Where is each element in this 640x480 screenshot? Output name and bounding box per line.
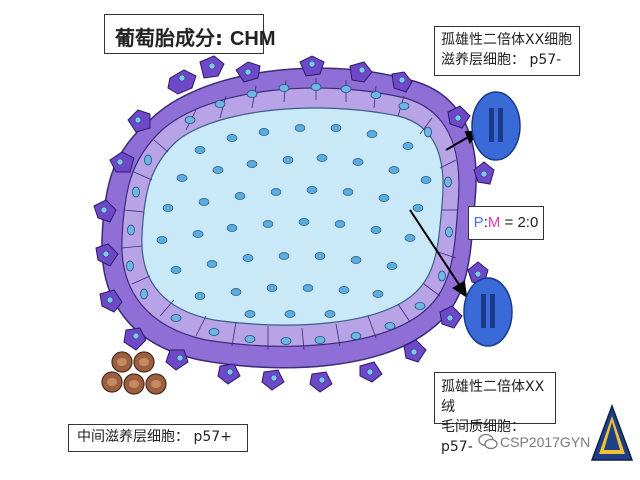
label-line: 孤雄性二倍体XX绒 <box>441 379 545 415</box>
label-line: 毛间质细胞： p57- <box>441 419 525 455</box>
trophoblast-nuclei <box>126 83 453 345</box>
label-trophoblast-cells: 孤雄性二倍体XX细胞 滋养层细胞： p57- <box>434 26 580 76</box>
villus-stroma <box>141 107 444 326</box>
stroma-nuclei <box>156 124 432 318</box>
society-logo-icon <box>590 404 634 461</box>
intermediate-trophoblast-nuclei <box>107 358 161 388</box>
label-line: 孤雄性二倍体XX细胞 <box>441 32 573 48</box>
ratio-colon: : <box>483 214 488 231</box>
nucleus-bottom <box>463 277 513 347</box>
title-prefix: 葡萄胎成分: <box>115 26 223 50</box>
ratio-p: P <box>473 214 484 231</box>
title-box: 葡萄胎成分: CHM <box>104 14 276 54</box>
label-line: 滋养层细胞： p57- <box>441 52 562 68</box>
syncytial-knot-nuclei <box>100 60 488 384</box>
label-stromal-cells: 孤雄性二倍体XX绒 毛间质细胞： p57- <box>434 372 556 455</box>
wechat-icon <box>478 433 498 450</box>
nucleus-top <box>471 91 521 161</box>
ratio-rest: = 2:0 <box>500 214 539 231</box>
title-suffix: CHM <box>229 28 276 50</box>
label-line: 中间滋养层细胞： p57+ <box>77 429 232 445</box>
ratio-m: M <box>487 214 501 231</box>
ratio-box: P:M = 2:0 <box>468 206 544 240</box>
watermark-text: CSP2017GYN <box>500 434 591 450</box>
label-intermediate-trophoblast: 中间滋养层细胞： p57+ <box>68 424 248 452</box>
